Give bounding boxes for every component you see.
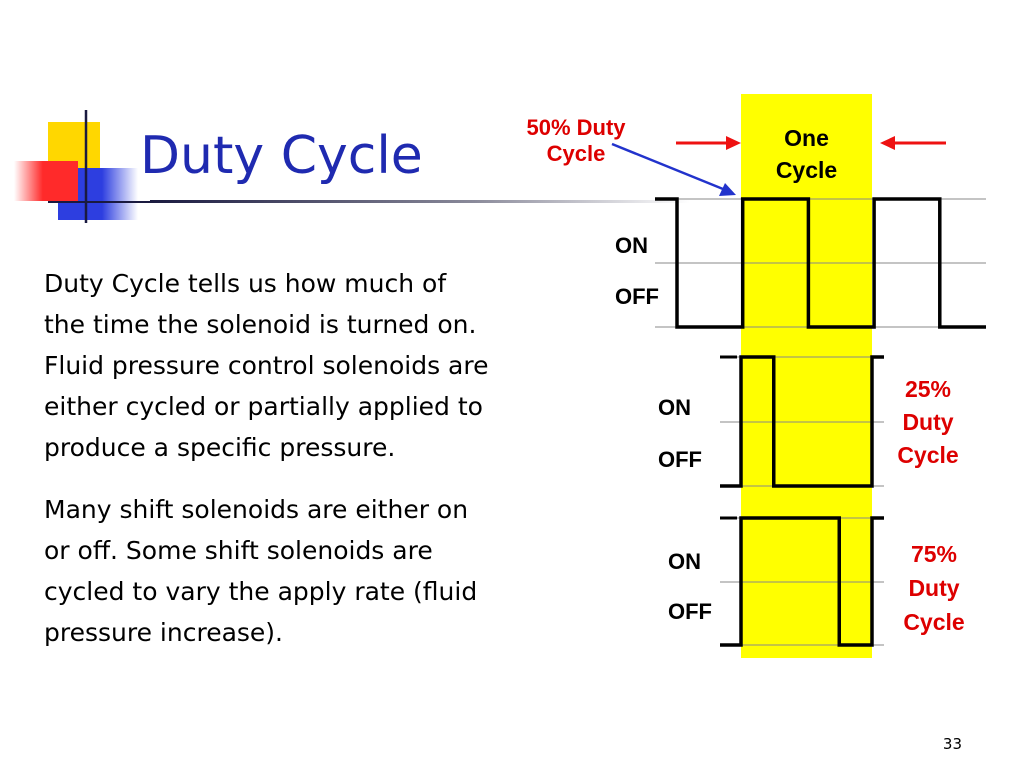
text-line: pressure increase). [44,618,284,647]
text-line: cycled to vary the apply rate (fluid [44,577,478,606]
text-line: either cycled or partially applied to [44,392,483,421]
text-line: Many shift solenoids are either on [44,495,469,524]
callout-50-percent: 50% Duty Cycle [493,115,659,167]
callout-pointer-line [611,142,724,191]
callout-75-percent: 75% Duty Cycle [891,537,977,639]
text-line: produce a specific pressure. [44,433,396,462]
callout-line: 50% Duty [526,115,626,140]
on-label-75: ON [668,549,701,574]
text-line: Duty Cycle tells us how much of [44,269,447,298]
one-cycle-highlight [741,94,872,658]
one-cycle-line: One [784,125,829,151]
off-label-50: OFF [615,284,659,309]
paragraph-duty-cycle-definition: Duty Cycle tells us how much of the time… [44,263,594,468]
callout-line: 75% [910,541,958,567]
callout-line: Duty [908,575,960,601]
off-label-75: OFF [668,599,712,624]
waveform-25-percent [720,355,884,488]
callout-line: Duty [902,409,954,435]
one-cycle-arrow-left-head [726,136,741,150]
on-label-50: ON [615,233,648,258]
title-ornament-icon [14,110,160,223]
callout-pointer-head [719,183,736,196]
callout-line: Cycle [897,442,959,468]
slide-number: 33 [942,735,962,753]
paragraph-shift-solenoids: Many shift solenoids are either on or of… [44,489,594,653]
text-line: Fluid pressure control solenoids are [44,351,489,380]
on-label-25: ON [658,395,691,420]
text-line: the time the solenoid is turned on. [44,310,477,339]
title-underline [150,200,690,203]
page-title: Duty Cycle [140,126,423,186]
callout-line: Cycle [903,609,965,635]
waveform-75-percent [720,516,884,647]
off-label-25: OFF [658,447,702,472]
waveform-50-percent [655,197,986,329]
callout-line: Cycle [546,141,606,166]
one-cycle-label: One Cycle [745,122,868,186]
callout-line: 25% [904,376,952,402]
one-cycle-line: Cycle [775,157,838,183]
one-cycle-arrow-right-head [880,136,895,150]
callout-25-percent: 25% Duty Cycle [885,373,971,472]
text-line: or off. Some shift solenoids are [44,536,433,565]
